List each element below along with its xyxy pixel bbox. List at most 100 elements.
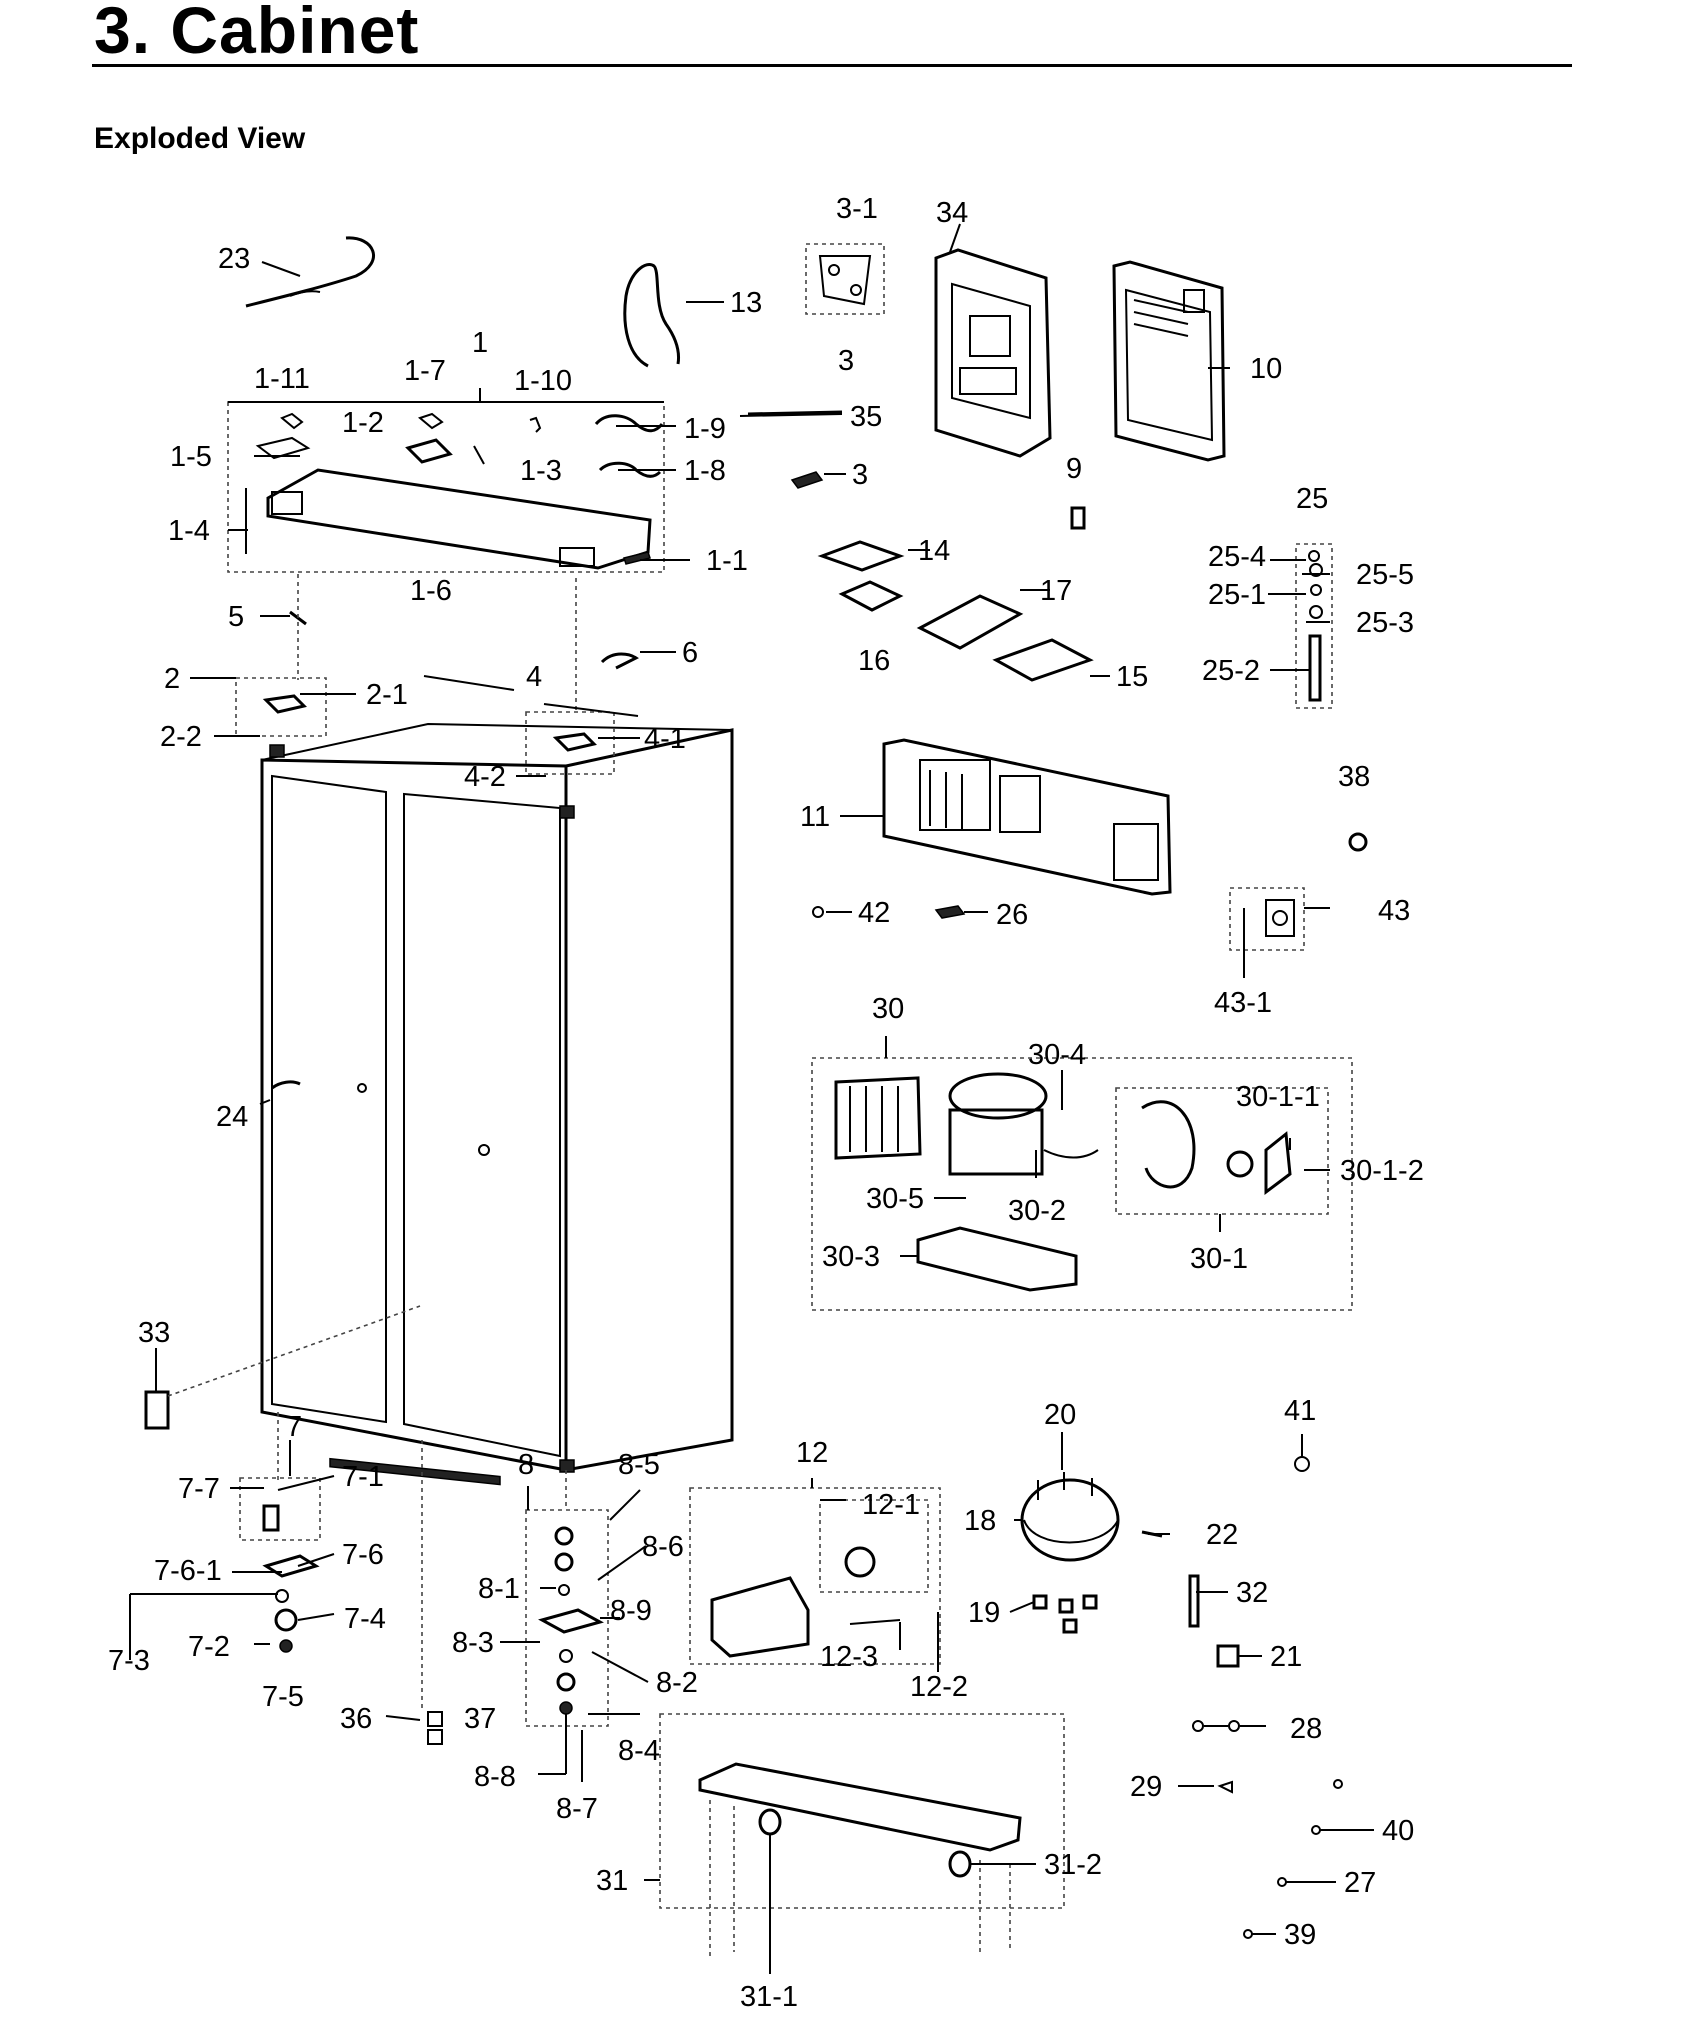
label-30: 30 xyxy=(872,993,904,1025)
label-7-5: 7-5 xyxy=(262,1681,304,1713)
label-27: 27 xyxy=(1344,1867,1376,1899)
part-28 xyxy=(1192,1720,1204,1732)
label-43: 43 xyxy=(1378,895,1410,927)
label-25-4: 25-4 xyxy=(1208,541,1266,573)
label-31-2: 31-2 xyxy=(1044,1849,1102,1881)
label-40: 40 xyxy=(1382,1815,1414,1847)
label-8-2: 8-2 xyxy=(656,1667,698,1699)
label-7-2: 7-2 xyxy=(188,1631,230,1663)
label-37: 37 xyxy=(464,1703,496,1735)
alignment-lines xyxy=(277,574,577,1712)
part-39 xyxy=(1243,1929,1253,1939)
power-cord-part xyxy=(245,236,375,308)
part-30-group xyxy=(811,1057,1353,1311)
label-30-3: 30-3 xyxy=(822,1241,880,1273)
label-1-8: 1-8 xyxy=(684,455,726,487)
label-30-1-2: 30-1-2 xyxy=(1340,1155,1424,1187)
label-30-2: 30-2 xyxy=(1008,1195,1066,1227)
label-9: 9 xyxy=(1066,453,1082,485)
label-7-6: 7-6 xyxy=(342,1539,384,1571)
label-3b: 3 xyxy=(852,459,868,491)
controller-parts xyxy=(817,540,1094,682)
label-1-1: 1-1 xyxy=(706,545,748,577)
label-1-7: 1-7 xyxy=(404,355,446,387)
part-37 xyxy=(427,1711,443,1727)
label-8-4: 8-4 xyxy=(618,1735,660,1767)
callout-labels: 23 13 3-1 3 34 10 1 1-11 1-7 1-10 1-2 1-… xyxy=(108,193,1424,2013)
label-22: 22 xyxy=(1206,1519,1238,1551)
label-38: 38 xyxy=(1338,761,1370,793)
label-1-6: 1-6 xyxy=(410,575,452,607)
label-7-6-1: 7-6-1 xyxy=(154,1555,222,1587)
part-38 xyxy=(1348,832,1368,852)
label-8-8: 8-8 xyxy=(474,1761,516,1793)
label-1-5: 1-5 xyxy=(170,441,212,473)
hinge-4-box xyxy=(525,711,615,775)
label-30-5: 30-5 xyxy=(866,1183,924,1215)
part-43-group xyxy=(1229,887,1305,951)
label-34: 34 xyxy=(936,197,968,229)
label-12: 12 xyxy=(796,1437,828,1469)
label-28: 28 xyxy=(1290,1713,1322,1745)
hinge-7-group xyxy=(239,1477,321,1653)
rod-35-part xyxy=(747,410,843,416)
drain-tube-part xyxy=(623,263,680,368)
label-25: 25 xyxy=(1296,483,1328,515)
label-30-1-1: 30-1-1 xyxy=(1236,1081,1320,1113)
label-25-3: 25-3 xyxy=(1356,607,1414,639)
label-6: 6 xyxy=(682,637,698,669)
compressor-part xyxy=(1020,1472,1120,1634)
label-10: 10 xyxy=(1250,353,1282,385)
leader-lines xyxy=(129,223,1374,1974)
part-42 xyxy=(812,906,824,918)
part-3b xyxy=(790,471,824,489)
label-8-9: 8-9 xyxy=(610,1595,652,1627)
label-8-5: 8-5 xyxy=(618,1449,660,1481)
label-1: 1 xyxy=(472,327,488,359)
part-32 xyxy=(1188,1574,1200,1628)
label-13: 13 xyxy=(730,287,762,319)
label-7-7: 7-7 xyxy=(178,1473,220,1505)
label-20: 20 xyxy=(1044,1399,1076,1431)
label-35: 35 xyxy=(850,401,882,433)
label-4: 4 xyxy=(526,661,542,693)
part-40 xyxy=(1311,1825,1321,1835)
label-4-1: 4-1 xyxy=(644,723,686,755)
label-8-7: 8-7 xyxy=(556,1793,598,1825)
panel-34-part xyxy=(934,248,1052,458)
label-12-2: 12-2 xyxy=(910,1671,968,1703)
label-19: 19 xyxy=(968,1597,1000,1629)
part-25-group xyxy=(1295,543,1333,709)
label-36: 36 xyxy=(340,1703,372,1735)
label-33: 33 xyxy=(138,1317,170,1349)
part-6 xyxy=(600,652,639,670)
label-25-5: 25-5 xyxy=(1356,559,1414,591)
label-7-1: 7-1 xyxy=(342,1461,384,1493)
label-39: 39 xyxy=(1284,1919,1316,1951)
label-1-11: 1-11 xyxy=(254,363,310,395)
label-29: 29 xyxy=(1130,1771,1162,1803)
label-16: 16 xyxy=(858,645,890,677)
label-1-2: 1-2 xyxy=(342,407,384,439)
hinge-2-box xyxy=(235,677,327,737)
label-7: 7 xyxy=(286,1411,302,1443)
label-12-3: 12-3 xyxy=(820,1641,878,1673)
bracket-3-part xyxy=(805,243,885,315)
label-18: 18 xyxy=(964,1505,996,1537)
label-5: 5 xyxy=(228,601,244,633)
cabinet-body xyxy=(260,722,734,1486)
label-2: 2 xyxy=(164,663,180,695)
label-31-1: 31-1 xyxy=(740,1981,798,2013)
label-31: 31 xyxy=(596,1865,628,1897)
page-title: 3. Cabinet xyxy=(94,0,420,67)
label-3a: 3 xyxy=(838,345,854,377)
section-subtitle: Exploded View xyxy=(94,122,306,155)
label-43-1: 43-1 xyxy=(1214,987,1272,1019)
label-1-4: 1-4 xyxy=(168,515,210,547)
label-23: 23 xyxy=(218,243,250,275)
label-42: 42 xyxy=(858,897,890,929)
part-21 xyxy=(1216,1644,1240,1668)
part-24 xyxy=(271,1080,301,1090)
part-29 xyxy=(1217,1780,1233,1794)
label-41: 41 xyxy=(1284,1395,1316,1427)
